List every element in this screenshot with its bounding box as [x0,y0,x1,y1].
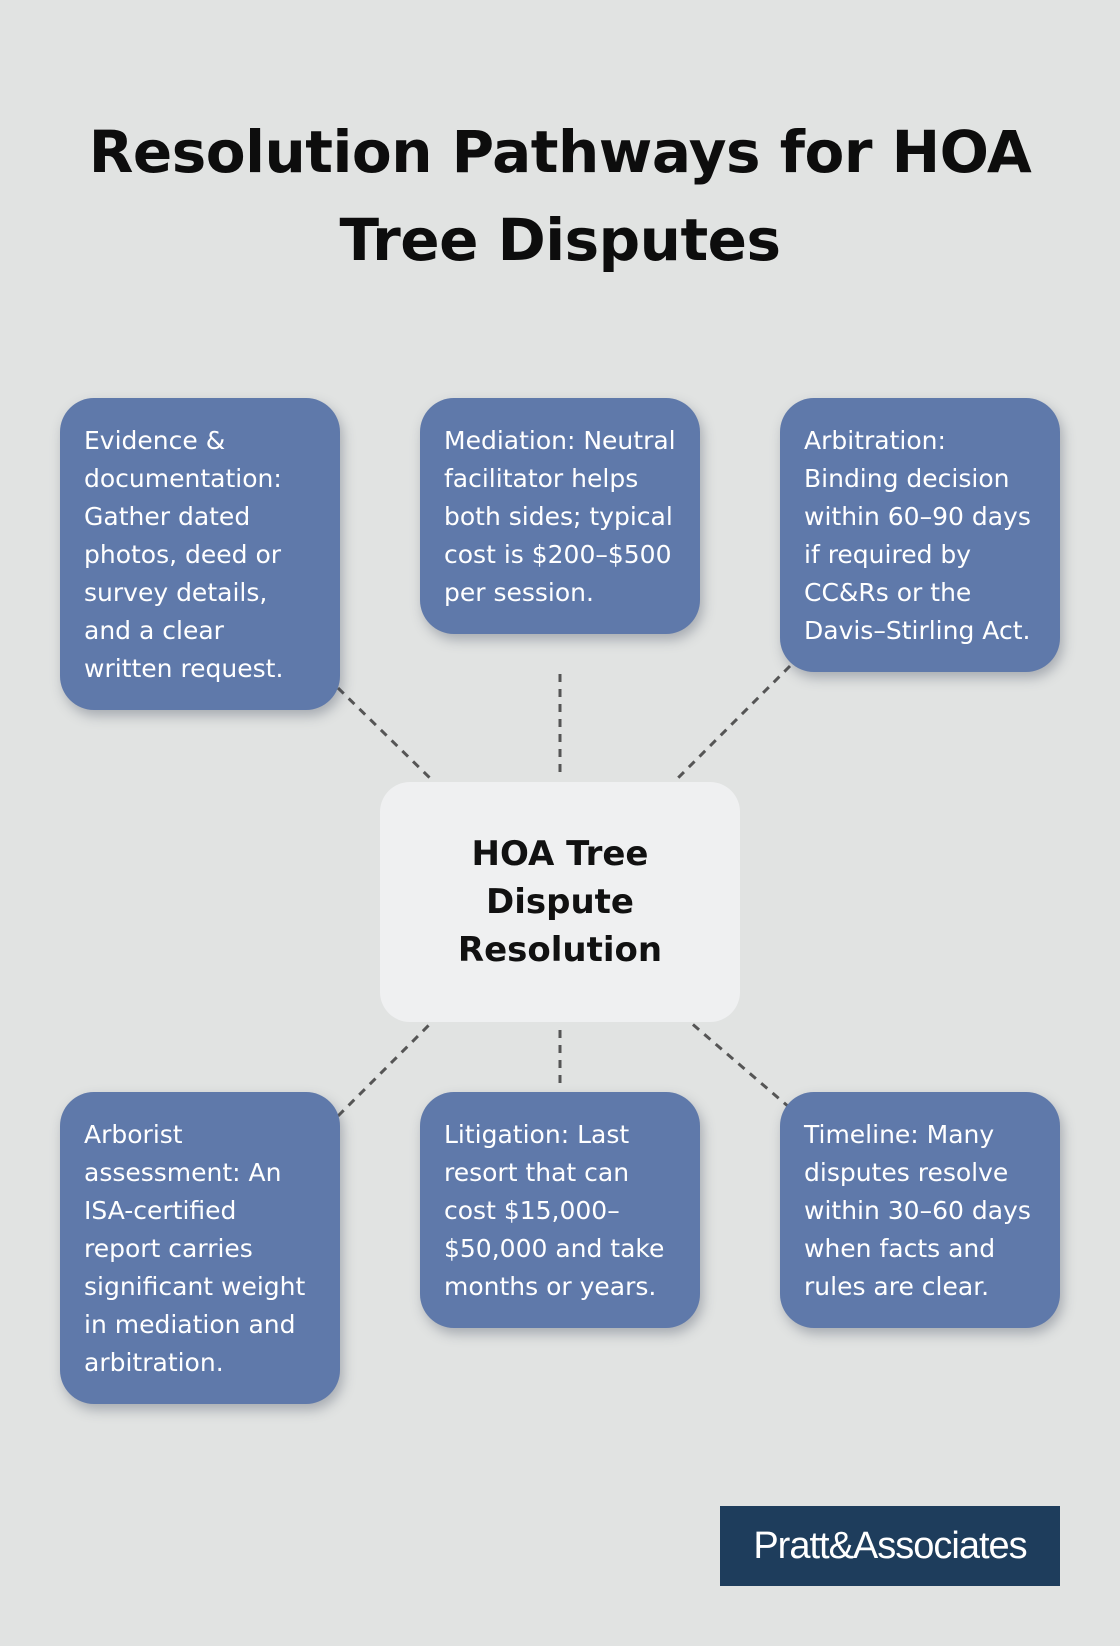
connector-arborist [336,1020,434,1118]
node-litigation: Litigation: Last resort that can cost $1… [420,1092,700,1328]
page-title: Resolution Pathways for HOA Tree Dispute… [88,118,1032,274]
logo-text: Pratt&Associates [753,1524,1027,1567]
node-evidence-documentation: Evidence & documentation: Gather dated p… [60,398,340,710]
node-arbitration: Arbitration: Binding decision within 60–… [780,398,1060,672]
node-timeline: Timeline: Many disputes resolve within 3… [780,1092,1060,1328]
connector-arbitration [674,664,792,782]
node-mediation: Mediation: Neutral facilitator helps bot… [420,398,700,634]
connector-timeline [689,1020,791,1110]
pratt-associates-logo: Pratt&Associates [720,1506,1060,1586]
connector-evidence [336,686,434,782]
center-node: HOA Tree Dispute Resolution [380,782,740,1022]
center-label: HOA Tree Dispute Resolution [457,834,663,970]
node-arborist-assessment: Arborist assessment: An ISA-certified re… [60,1092,340,1404]
